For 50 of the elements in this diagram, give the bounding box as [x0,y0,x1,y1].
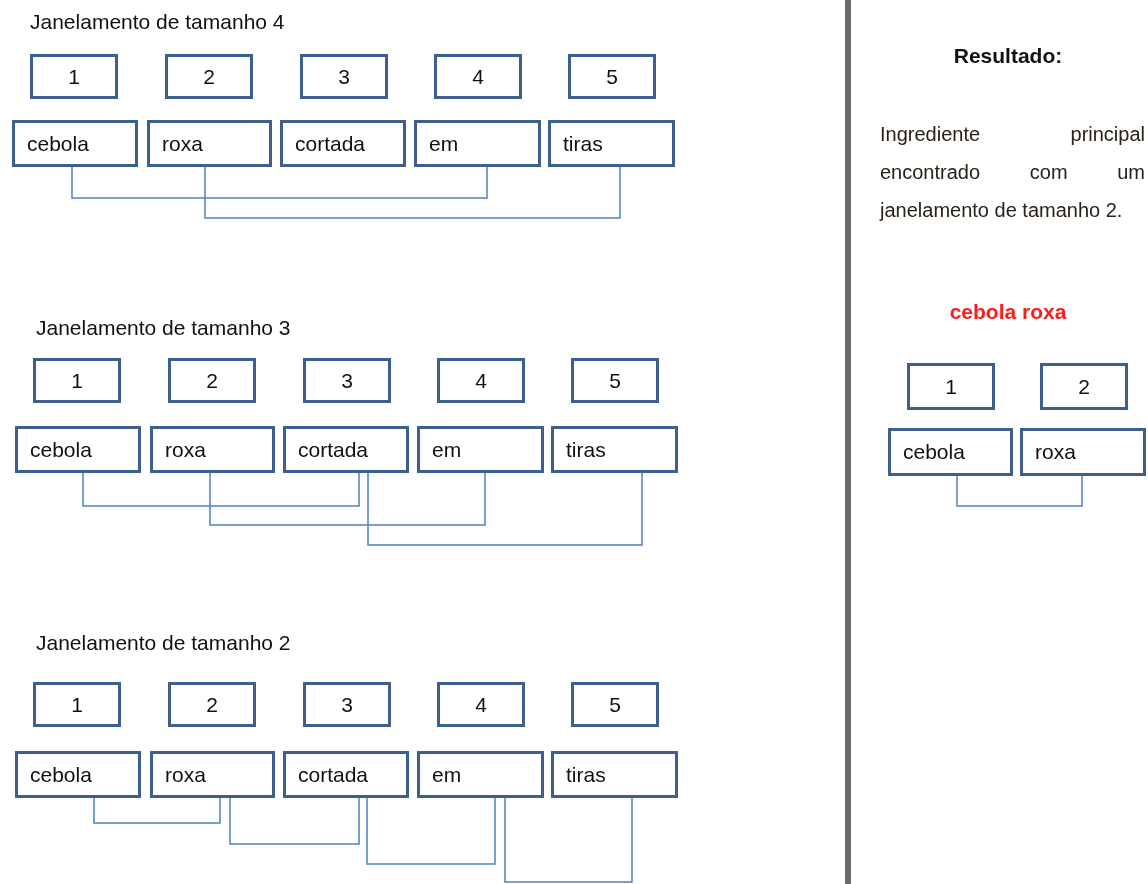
position-number-box: 1 [907,363,995,410]
word-box: tiras [551,426,678,473]
word-box: roxa [150,751,275,798]
word-box: cebola [15,426,141,473]
position-number-box: 2 [1040,363,1128,410]
position-number-box: 1 [30,54,118,99]
word-box: cortada [280,120,406,167]
position-number-box: 2 [168,358,256,403]
word-box: em [414,120,541,167]
word-box: tiras [548,120,675,167]
result-phrase: cebola roxa [948,300,1068,324]
position-number-box: 3 [300,54,388,99]
word-box: roxa [1020,428,1146,476]
bracket-connector [204,166,621,219]
bracket-connector [93,797,221,824]
position-number-box: 5 [571,358,659,403]
word-box: cebola [888,428,1013,476]
section-heading: Janelamento de tamanho 3 [36,316,291,340]
position-number-box: 2 [168,682,256,727]
bracket-connector [229,797,360,845]
position-number-box: 1 [33,682,121,727]
position-number-box: 5 [568,54,656,99]
word-box: cebola [12,120,138,167]
position-number-box: 3 [303,358,391,403]
position-number-box: 5 [571,682,659,727]
word-box: cebola [15,751,141,798]
bracket-connector [956,475,1083,507]
position-number-box: 4 [437,358,525,403]
position-number-box: 2 [165,54,253,99]
word-box: cortada [283,751,409,798]
word-box: tiras [551,751,678,798]
bracket-connector [504,797,633,883]
word-box: roxa [150,426,275,473]
bracket-connector [367,472,643,546]
word-box: em [417,426,544,473]
bracket-connector [209,472,486,526]
position-number-box: 4 [437,682,525,727]
word-box: cortada [283,426,409,473]
position-number-box: 4 [434,54,522,99]
result-heading: Resultado: [952,44,1064,68]
section-heading: Janelamento de tamanho 4 [30,10,285,34]
word-box: em [417,751,544,798]
bracket-connector [82,472,360,507]
bracket-connector [71,166,488,199]
position-number-box: 1 [33,358,121,403]
position-number-box: 3 [303,682,391,727]
result-description: Ingrediente principal encontrado com um janelamento de tamanho 2. [880,122,1145,223]
section-heading: Janelamento de tamanho 2 [36,631,291,655]
bracket-connector [366,797,496,865]
word-box: roxa [147,120,272,167]
